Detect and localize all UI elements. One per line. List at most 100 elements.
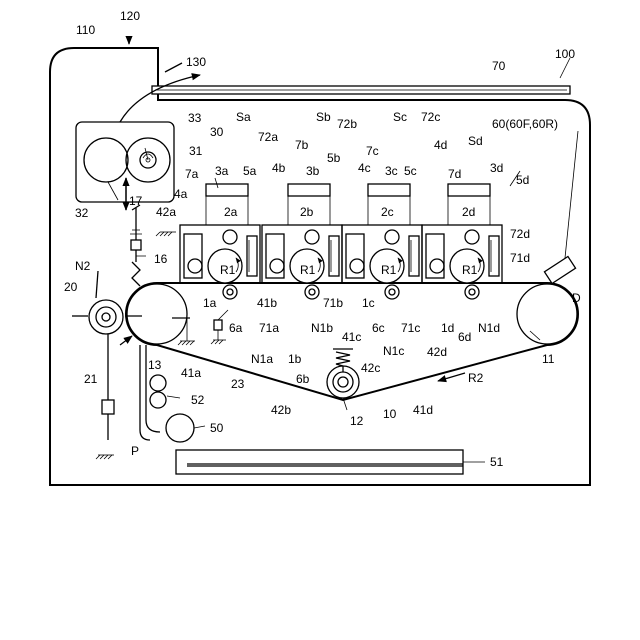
label-32: 32 — [75, 206, 89, 220]
label-N2: N2 — [75, 259, 91, 273]
label-R1b: R1 — [300, 263, 316, 277]
primary-transfer-roller-d — [465, 285, 479, 299]
label-4c: 4c — [358, 161, 371, 175]
fixing-unit — [76, 122, 174, 202]
label-4a: 4a — [174, 187, 188, 201]
label-13: 13 — [148, 358, 162, 372]
label-70: 70 — [492, 59, 506, 73]
label-23: 23 — [231, 377, 245, 391]
label-52: 52 — [191, 393, 205, 407]
label-41c: 41c — [342, 330, 361, 344]
drive-roller — [127, 284, 187, 344]
label-1d: 1d — [441, 321, 454, 335]
reference-labels: 100 110 120 130 70 60(60F,60R) 33 30 31 … — [64, 9, 581, 469]
label-5a: 5a — [243, 164, 257, 178]
label-7c: 7c — [366, 144, 379, 158]
label-51: 51 — [490, 455, 504, 469]
label-60: 60(60F,60R) — [492, 117, 558, 131]
label-41a: 41a — [181, 366, 201, 380]
label-16: 16 — [154, 252, 168, 266]
label-41b: 41b — [257, 296, 277, 310]
pressure-roller — [84, 138, 128, 182]
developing-roller-b — [270, 259, 284, 273]
image-forming-stations — [180, 184, 502, 299]
label-20: 20 — [64, 280, 78, 294]
label-6a: 6a — [229, 321, 243, 335]
label-Sa: Sa — [236, 110, 251, 124]
exposure-unit — [544, 257, 575, 284]
exposure-window-a — [206, 184, 248, 196]
label-4b: 4b — [272, 161, 286, 175]
label-R2: R2 — [468, 371, 484, 385]
label-41d: 41d — [413, 403, 433, 417]
primary-transfer-shaft-a — [227, 289, 233, 295]
label-3b: 3b — [306, 164, 320, 178]
label-R1d: R1 — [462, 263, 478, 277]
primary-transfer-roller-a — [223, 285, 237, 299]
exposure-window-c — [368, 184, 410, 196]
label-N1d: N1d — [478, 321, 500, 335]
cleaning-unit-c — [409, 236, 419, 276]
developing-roller-c — [350, 259, 364, 273]
label-130: 130 — [186, 55, 206, 69]
primary-transfer-shaft-c — [389, 289, 395, 295]
label-2a: 2a — [224, 205, 238, 219]
label-30: 30 — [210, 125, 224, 139]
label-N1b: N1b — [311, 321, 333, 335]
label-42d: 42d — [427, 345, 447, 359]
label-5b: 5b — [327, 151, 341, 165]
label-72b: 72b — [337, 117, 357, 131]
label-5d: 5d — [516, 173, 529, 187]
label-N1c: N1c — [383, 344, 404, 358]
label-100: 100 — [555, 47, 575, 61]
label-17: 17 — [129, 194, 143, 208]
label-D: D — [572, 291, 581, 305]
label-71b: 71b — [323, 296, 343, 310]
driven-roller — [517, 284, 577, 344]
exposure-window-d — [448, 184, 490, 196]
label-42c: 42c — [361, 361, 380, 375]
charging-roller-d — [465, 230, 479, 244]
label-1b: 1b — [288, 352, 302, 366]
label-42b: 42b — [271, 403, 291, 417]
feed-roller — [166, 414, 194, 442]
cleaning-unit-b — [329, 236, 339, 276]
cleaning-unit-a — [247, 236, 257, 276]
developing-roller-d — [430, 259, 444, 273]
label-7a: 7a — [185, 167, 199, 181]
primary-transfer-shaft-d — [469, 289, 475, 295]
cleaning-unit-d — [489, 236, 499, 276]
label-11: 11 — [542, 352, 555, 366]
label-P: P — [131, 444, 139, 458]
label-21: 21 — [84, 372, 98, 386]
label-71c: 71c — [401, 321, 420, 335]
label-7d: 7d — [448, 167, 461, 181]
label-6c: 6c — [372, 321, 385, 335]
label-7b: 7b — [295, 138, 309, 152]
label-R1c: R1 — [381, 263, 397, 277]
label-72c: 72c — [421, 110, 440, 124]
label-72a: 72a — [258, 130, 278, 144]
label-50: 50 — [210, 421, 224, 435]
exposure-window-b — [288, 184, 330, 196]
label-1c: 1c — [362, 296, 375, 310]
label-2d: 2d — [462, 205, 475, 219]
charging-roller-c — [385, 230, 399, 244]
label-Sd: Sd — [468, 134, 483, 148]
label-3a: 3a — [215, 164, 229, 178]
label-71a: 71a — [259, 321, 279, 335]
developing-roller-a — [188, 259, 202, 273]
label-33: 33 — [188, 111, 202, 125]
primary-transfer-roller-b — [305, 285, 319, 299]
label-110: 110 — [76, 23, 95, 37]
primary-transfer-shaft-b — [309, 289, 315, 295]
label-120: 120 — [120, 9, 140, 23]
label-10: 10 — [383, 407, 397, 421]
label-Sb: Sb — [316, 110, 331, 124]
label-71d: 71d — [510, 251, 530, 265]
label-6d: 6d — [458, 330, 471, 344]
label-3c: 3c — [385, 164, 398, 178]
charging-roller-a — [223, 230, 237, 244]
label-42a: 42a — [156, 205, 176, 219]
label-4d: 4d — [434, 138, 447, 152]
